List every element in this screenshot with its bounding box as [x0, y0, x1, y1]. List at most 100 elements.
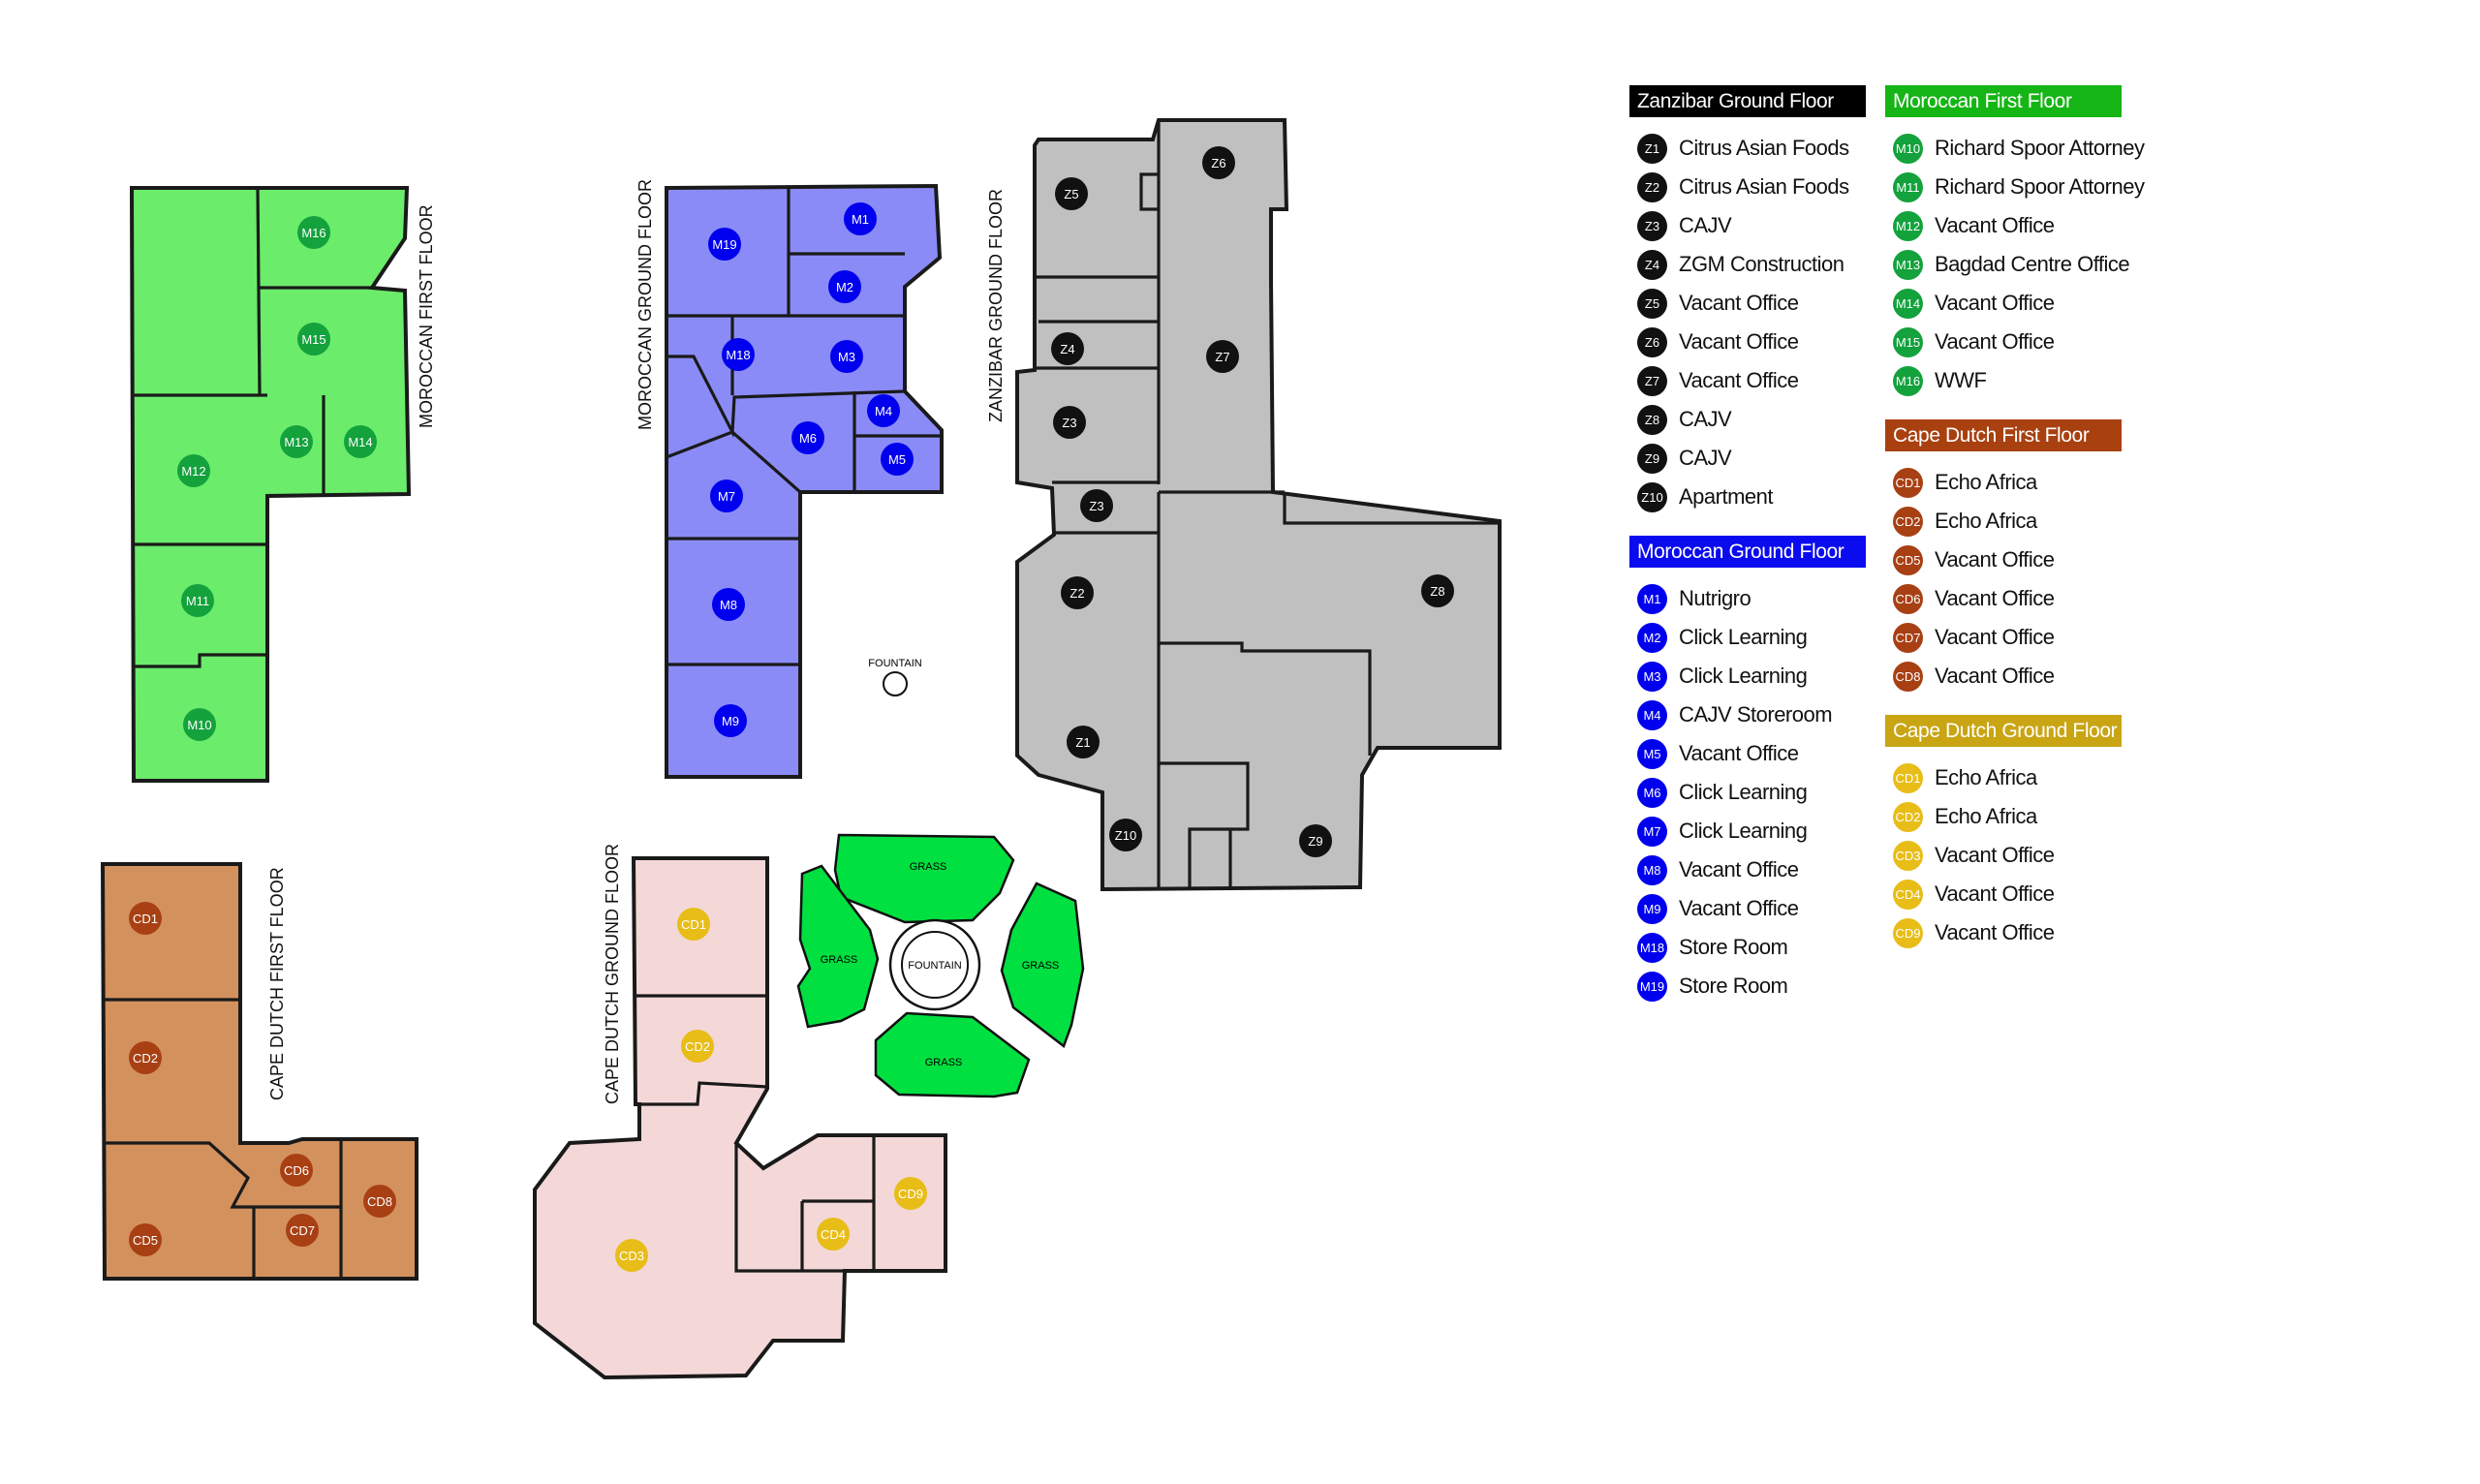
unit-marker-m4[interactable]: M4 [867, 394, 900, 427]
unit-marker-m9[interactable]: M9 [714, 704, 747, 737]
unit-marker-cd2-ground[interactable]: CD2 [681, 1030, 714, 1063]
unit-marker-cd3-ground[interactable]: CD3 [615, 1239, 648, 1272]
unit-marker-cd9-ground[interactable]: CD9 [894, 1177, 927, 1210]
unit-marker-z6[interactable]: Z6 [1202, 146, 1235, 179]
unit-marker-cd8[interactable]: CD8 [363, 1185, 396, 1218]
unit-marker-z1[interactable]: Z1 [1067, 726, 1100, 758]
unit-marker-m13[interactable]: M13 [280, 425, 313, 458]
unit-marker-z10[interactable]: Z10 [1109, 819, 1142, 851]
unit-marker-z8[interactable]: Z8 [1421, 574, 1454, 607]
unit-marker-cd1[interactable]: CD1 [129, 902, 162, 935]
legend-item-z9[interactable]: Z9 CAJV [1629, 439, 1866, 478]
unit-marker-z5[interactable]: Z5 [1055, 177, 1088, 210]
unit-marker-z2[interactable]: Z2 [1061, 576, 1094, 609]
legend-tenant-name: Vacant Office [1679, 291, 1799, 315]
grass-west [796, 864, 880, 1029]
unit-marker-label: M12 [181, 464, 205, 479]
unit-marker-label: M9 [722, 714, 739, 728]
unit-marker-z3-secondary[interactable]: Z3 [1080, 489, 1113, 522]
unit-marker-z9[interactable]: Z9 [1299, 824, 1332, 857]
unit-marker-cd4-ground[interactable]: CD4 [817, 1218, 850, 1251]
unit-marker-m10[interactable]: M10 [183, 708, 216, 741]
unit-marker-m3[interactable]: M3 [830, 340, 863, 373]
unit-marker-label: Z9 [1308, 834, 1322, 849]
unit-marker-m6[interactable]: M6 [791, 421, 824, 454]
grass-label: GRASS [925, 1057, 963, 1068]
unit-marker-m12[interactable]: M12 [177, 454, 210, 487]
legend-tenant-name: Vacant Office [1679, 741, 1799, 765]
unit-marker-label: M16 [301, 226, 326, 240]
legend-marker: CD2 [1893, 506, 1923, 537]
legend-tenant-name: Richard Spoor Attorney [1935, 174, 2145, 199]
unit-marker-m11[interactable]: M11 [181, 584, 214, 617]
unit-marker-m2[interactable]: M2 [828, 270, 861, 303]
legend-marker: M1 [1637, 583, 1667, 614]
fountain-ring-inner [901, 931, 969, 999]
unit-marker-cd6[interactable]: CD6 [280, 1154, 313, 1187]
unit-marker-m18[interactable]: M18 [722, 338, 755, 371]
unit-marker-m8[interactable]: M8 [712, 588, 745, 621]
grass-north [833, 833, 1015, 924]
unit-marker-cd2[interactable]: CD2 [129, 1041, 162, 1074]
unit-marker-label: M6 [799, 431, 817, 446]
unit-marker-m1[interactable]: M1 [844, 202, 877, 235]
unit-marker-z7[interactable]: Z7 [1206, 340, 1239, 373]
unit-marker-cd5[interactable]: CD5 [129, 1223, 162, 1256]
legend-marker: Z9 [1637, 443, 1667, 474]
unit-marker-cd7[interactable]: CD7 [286, 1214, 319, 1247]
unit-marker-m7[interactable]: M7 [710, 479, 743, 512]
unit-marker-cd1-ground[interactable]: CD1 [677, 908, 710, 941]
unit-marker-m19[interactable]: M19 [708, 228, 741, 261]
unit-marker-label: Z7 [1215, 350, 1229, 364]
legend-tenant-name: Vacant Office [1935, 213, 2055, 237]
unit-marker-m5[interactable]: M5 [881, 443, 914, 476]
unit-marker-z3[interactable]: Z3 [1053, 406, 1086, 439]
unit-marker-m15[interactable]: M15 [297, 323, 330, 356]
unit-marker-z4[interactable]: Z4 [1051, 332, 1084, 365]
unit-marker-m16[interactable]: M16 [297, 216, 330, 249]
unit-marker-m14[interactable]: M14 [344, 425, 377, 458]
legend-tenant-name: Vacant Office [1679, 896, 1799, 920]
legend-tenant-name: CAJV [1679, 446, 1732, 470]
